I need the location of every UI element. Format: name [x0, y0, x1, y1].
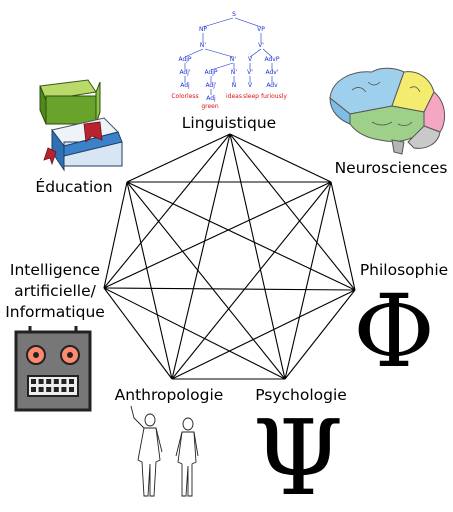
edge-philo-edu — [126, 181, 356, 291]
tree-word: furiously — [261, 93, 287, 100]
robot-illustration — [14, 326, 92, 412]
psi-symbol: Ψ — [252, 397, 343, 512]
edge-neuro-psycho — [284, 181, 332, 380]
tree-word: Colorless — [171, 93, 198, 100]
brain-illustration — [329, 67, 445, 155]
edge-linguistics-anthro — [171, 133, 231, 380]
robot-tooth — [46, 379, 52, 384]
robot-tooth — [53, 379, 59, 384]
tree-node: AdjP — [178, 56, 191, 63]
edge-philo-psycho — [284, 289, 356, 380]
edge-philo-ai — [103, 287, 356, 291]
edge-linguistics-edu — [126, 133, 231, 183]
label-neurosciences: Neurosciences — [335, 159, 448, 177]
tree-node: Adj — [206, 95, 216, 102]
robot-tooth — [69, 387, 74, 392]
phi-symbol: Φ — [353, 273, 435, 390]
edge-neuro-ai — [103, 181, 332, 289]
robot-tooth — [61, 387, 67, 392]
tree-node: AdjP — [204, 69, 217, 76]
tree-word: green — [201, 103, 219, 110]
tree-node: N' — [200, 42, 206, 49]
tree-node: N' — [230, 56, 236, 63]
edge-psycho-ai — [103, 287, 286, 380]
tree-node: Adv — [266, 82, 278, 89]
edge-linguistics-neuro — [229, 133, 332, 183]
robot-tooth — [31, 379, 36, 384]
label-ai-2: artificielle/ — [14, 282, 97, 300]
books-illustration — [39, 79, 123, 172]
edge-anthro-edu — [126, 181, 173, 380]
tree-node: N' — [231, 69, 237, 76]
label-psychology: Psychologie — [255, 386, 347, 404]
tree-node: Adj — [180, 82, 190, 89]
label-ai-1: Intelligence — [10, 261, 100, 279]
tree-node: N — [232, 82, 237, 89]
tree-node: AdvP — [265, 56, 280, 63]
edge-anthro-ai — [103, 287, 173, 380]
label-linguistics: Linguistique — [182, 114, 276, 132]
robot-tooth — [69, 379, 74, 384]
label-ai-3: Informatique — [5, 303, 105, 321]
robot-tooth — [61, 379, 67, 384]
tree-word: ideas — [226, 93, 242, 100]
tree-node: Adj' — [179, 69, 190, 76]
edge-neuro-philo — [330, 181, 356, 291]
tree-node: Adv' — [265, 69, 278, 76]
tree-word: sleep — [243, 93, 259, 100]
tree-node: V — [248, 56, 253, 63]
network-edges — [103, 133, 356, 380]
edge-neuro-anthro — [171, 181, 332, 380]
tree-node: V' — [247, 69, 253, 76]
robot-tooth — [38, 379, 44, 384]
edge-ai-edu — [103, 181, 128, 289]
tree-node: S — [232, 11, 236, 18]
tree-node: VP — [257, 26, 265, 33]
edge-linguistics-ai — [103, 133, 231, 289]
robot-tooth — [31, 387, 36, 392]
tree-node: V' — [258, 42, 264, 49]
robot-tooth — [38, 387, 44, 392]
edge-linguistics-philo — [229, 133, 356, 291]
robot-tooth — [46, 387, 52, 392]
edge-philo-anthro — [171, 289, 356, 380]
edge-psycho-edu — [126, 181, 286, 380]
edge-linguistics-psycho — [229, 133, 286, 380]
tree-node: Adj' — [205, 82, 216, 89]
tree-node: NP — [199, 26, 207, 33]
label-anthropology: Anthropologie — [115, 386, 224, 404]
label-education: Éducation — [35, 177, 112, 196]
label-philosophy: Philosophie — [360, 261, 448, 279]
robot-tooth — [53, 387, 59, 392]
human-figures-illustration — [130, 405, 199, 497]
tree-node: V — [248, 82, 253, 89]
